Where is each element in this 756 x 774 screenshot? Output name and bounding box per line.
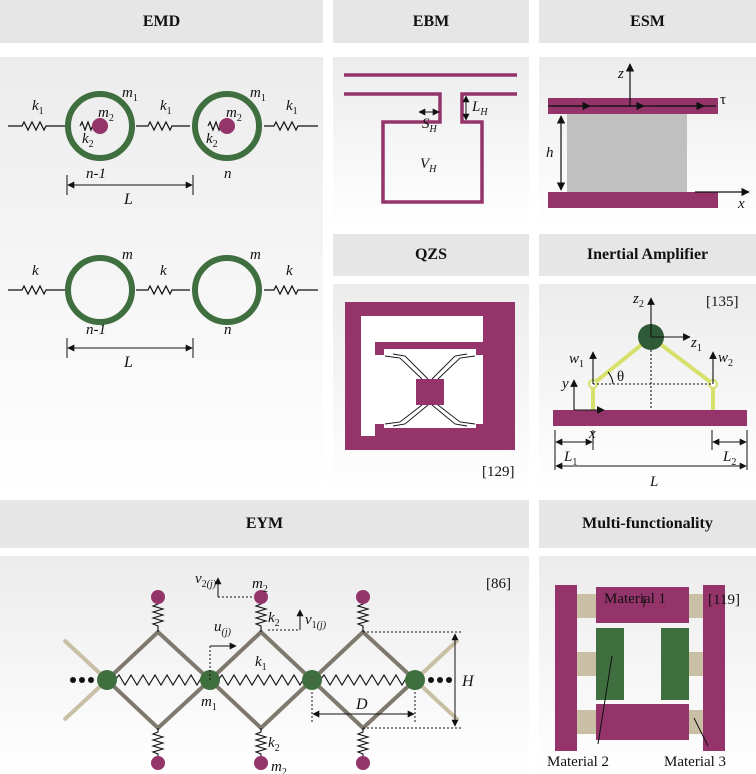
esm-shear-arrows: [548, 63, 750, 197]
emd-labels-top: k1 m1 m2 k2 k1 m1 m2 k2 k1 n-1 n L: [32, 85, 298, 208]
svg-text:x: x: [737, 196, 745, 212]
svg-text:y: y: [560, 376, 569, 392]
emd-dimension-top: [66, 175, 194, 195]
svg-text:z2: z2: [632, 291, 644, 310]
svg-text:[86]: [86]: [486, 576, 511, 592]
esm-labels: z τ h x: [546, 66, 745, 212]
ebm-neck-dimension: [418, 95, 470, 121]
svg-text:Material 2: Material 2: [547, 754, 609, 770]
svg-text:z1: z1: [690, 335, 702, 354]
qzs-mechanism: [375, 342, 485, 436]
eym-annotations: [209, 577, 462, 729]
svg-text:u(j): u(j): [214, 619, 232, 638]
emd-unit-cell-mass-in-mass: [8, 120, 318, 132]
svg-text:k2: k2: [206, 131, 218, 150]
svg-text:m: m: [122, 247, 133, 263]
svg-text:L2: L2: [722, 449, 736, 468]
svg-text:k: k: [160, 263, 167, 279]
svg-text:τ: τ: [720, 92, 726, 108]
emd-inner-mass-right: [219, 118, 235, 134]
multi-composite-cell: [555, 585, 725, 751]
ebm-helmholtz-resonator: [344, 73, 517, 204]
multi-leader-lines: [597, 596, 709, 747]
inertial-axes: [570, 297, 717, 414]
svg-text:k1: k1: [160, 98, 172, 117]
svg-text:k1: k1: [286, 98, 298, 117]
svg-text:Material 3: Material 3: [664, 754, 726, 770]
svg-text:m2: m2: [252, 576, 268, 595]
svg-text:m1: m1: [250, 85, 266, 104]
svg-text:[119]: [119]: [708, 592, 740, 608]
emd-dimension-bottom: [66, 338, 194, 358]
inertial-dimensions: [554, 430, 748, 470]
svg-text:n: n: [224, 322, 232, 338]
svg-text:k1: k1: [32, 98, 44, 117]
svg-text:h: h: [546, 145, 554, 161]
svg-text:k2: k2: [268, 610, 280, 629]
svg-text:Material 1: Material 1: [604, 591, 666, 607]
emd-ring-simple-right: [192, 255, 262, 325]
svg-text:v1(j): v1(j): [305, 612, 327, 631]
emd-header: EMD: [0, 0, 323, 43]
svg-text:n-1: n-1: [86, 166, 106, 182]
svg-text:z: z: [617, 66, 624, 82]
emd-ring-simple-left: [65, 255, 135, 325]
eym-labels: [86] v2(j) m2 k2 v1(j) u(j) k1 m1 D H k2…: [195, 571, 511, 774]
svg-text:SH: SH: [422, 116, 438, 135]
svg-text:L: L: [123, 354, 133, 371]
svg-text:m2: m2: [98, 105, 114, 124]
emd-inner-mass-left: [92, 118, 108, 134]
qzs-reference: [129]: [482, 464, 515, 480]
svg-text:k: k: [286, 263, 293, 279]
qzs-header: QZS: [333, 234, 529, 276]
esm-header: ESM: [539, 0, 756, 43]
qzs-frame: [345, 302, 515, 450]
svg-text:v2(j): v2(j): [195, 571, 217, 590]
svg-text:k2: k2: [82, 131, 94, 150]
svg-text:w2: w2: [718, 350, 733, 369]
svg-text:k: k: [32, 263, 39, 279]
emd-outer-ring-left: [65, 91, 135, 161]
svg-text:LH: LH: [471, 99, 488, 118]
eym-ellipsis-dots: [70, 677, 452, 683]
multi-labels: [119] Material 1 Material 2 Material 3: [547, 591, 740, 770]
svg-text:k2: k2: [268, 735, 280, 754]
esm-bottom-plate: [548, 192, 718, 208]
svg-text:D: D: [355, 696, 368, 713]
svg-text:n: n: [224, 166, 232, 182]
svg-text:k1: k1: [255, 654, 267, 673]
multi-header: Multi-functionality: [539, 500, 756, 548]
esm-soft-core: [567, 113, 687, 193]
ebm-panel: [333, 57, 529, 227]
svg-text:L1: L1: [563, 449, 577, 468]
emd-outer-ring-right: [192, 91, 262, 161]
svg-text:m2: m2: [226, 105, 242, 124]
inertial-labels: [135] z2 z1 w1 w2 θ y x L1 L2 L: [560, 291, 739, 490]
eym-resonator-masses: [151, 590, 370, 770]
svg-text:L: L: [649, 474, 658, 490]
eym-springs: [114, 600, 420, 760]
inertial-base: [553, 410, 747, 426]
emd-unit-cell-simple: [8, 284, 318, 296]
svg-text:θ: θ: [617, 369, 624, 385]
svg-text:w1: w1: [569, 351, 584, 370]
ebm-labels: SH LH VH: [420, 99, 488, 175]
svg-text:H: H: [461, 673, 475, 690]
svg-text:m1: m1: [201, 694, 217, 713]
svg-text:VH: VH: [420, 156, 437, 175]
eym-header: EYM: [0, 500, 529, 548]
svg-text:[135]: [135]: [706, 294, 739, 310]
svg-text:x: x: [588, 426, 596, 442]
inertial-header: Inertial Amplifier: [539, 234, 756, 276]
eym-node-masses: [97, 670, 425, 690]
svg-text:m2: m2: [271, 759, 287, 774]
svg-text:m: m: [250, 247, 261, 263]
emd-labels-bottom: k m k m k n-1 n L: [32, 247, 293, 371]
svg-text:m1: m1: [122, 85, 138, 104]
svg-text:n-1: n-1: [86, 322, 106, 338]
inertial-panel: [539, 284, 756, 492]
svg-text:L: L: [123, 191, 133, 208]
ebm-header: EBM: [333, 0, 529, 43]
